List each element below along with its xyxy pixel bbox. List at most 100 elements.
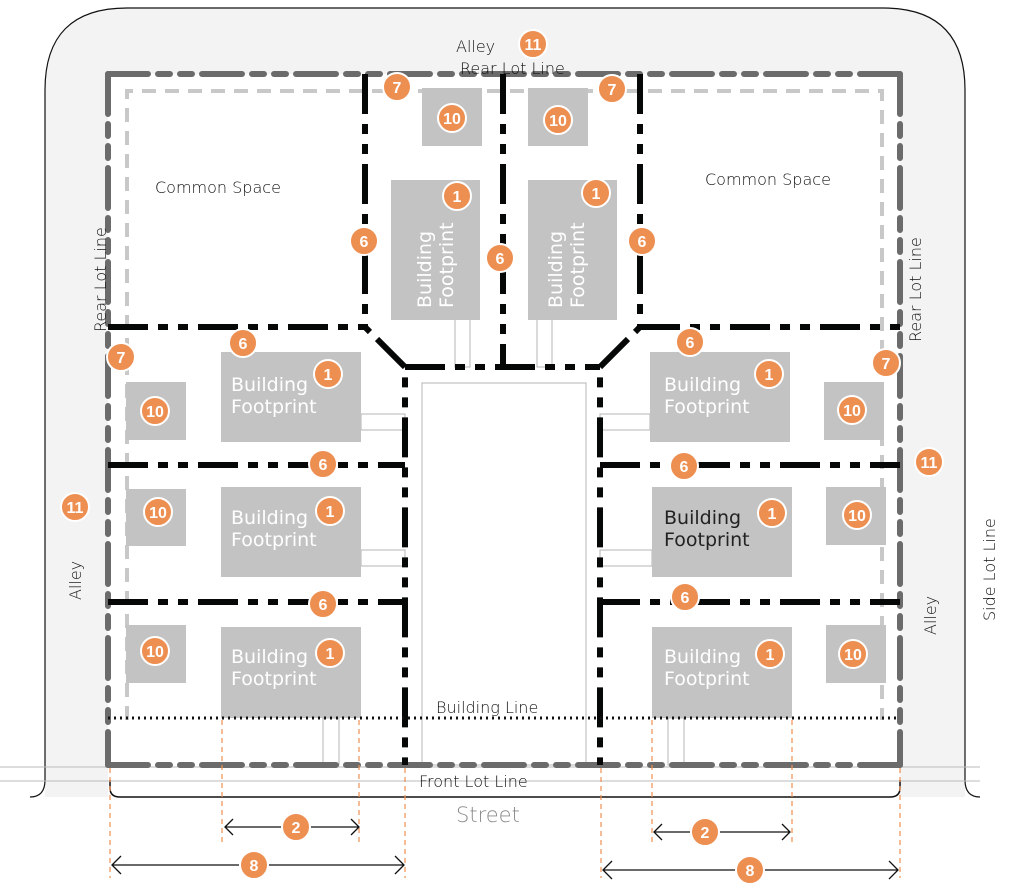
- badge-7: 7: [106, 342, 136, 372]
- svg-text:BuildingFootprint: BuildingFootprint: [231, 374, 317, 418]
- building-footprint: BuildingFootprint: [528, 180, 617, 320]
- badge-number: 6: [681, 590, 690, 607]
- badge-10: 10: [842, 500, 872, 530]
- badge-6: 6: [627, 226, 657, 256]
- badge-6: 6: [308, 449, 338, 479]
- badge-7: 7: [597, 74, 627, 104]
- badge-1: 1: [754, 359, 784, 389]
- badge-1: 1: [315, 638, 345, 668]
- driveway: [421, 382, 587, 766]
- rear-lot-line-label-right: Rear Lot Line: [906, 237, 925, 342]
- badge-6: 6: [228, 328, 258, 358]
- badge-1: 1: [442, 181, 472, 211]
- badge-number: 6: [496, 251, 505, 268]
- badge-number: 1: [592, 186, 601, 203]
- badge-number: 10: [443, 111, 461, 128]
- badge-number: 6: [319, 597, 328, 614]
- svg-text:BuildingFootprint: BuildingFootprint: [664, 374, 750, 418]
- badge-number: 7: [393, 80, 402, 97]
- rear-lot-line-label-left: Rear Lot Line: [91, 227, 110, 332]
- badge-number: 10: [844, 647, 862, 664]
- property-lines: [108, 74, 900, 765]
- curb-line: [109, 780, 901, 798]
- svg-text:BuildingFootprint: BuildingFootprint: [664, 507, 750, 551]
- badge-7: 7: [871, 348, 901, 378]
- common-space-label: Common Space: [705, 170, 831, 189]
- badge-number: 7: [608, 82, 617, 99]
- badge-number: 7: [882, 356, 891, 373]
- badge-number: 8: [746, 863, 755, 880]
- common-space-label: Common Space: [155, 178, 281, 197]
- badge-10: 10: [543, 105, 573, 135]
- badge-8: 8: [735, 855, 765, 885]
- badge-6: 6: [485, 243, 515, 273]
- badge-11: 11: [60, 492, 90, 522]
- badge-8: 8: [239, 850, 269, 880]
- badge-number: 10: [843, 403, 861, 420]
- badge-number: 6: [360, 234, 369, 251]
- badge-number: 10: [146, 404, 164, 421]
- badge-number: 1: [326, 504, 335, 521]
- badge-7: 7: [382, 72, 412, 102]
- badge-number: 1: [326, 646, 335, 663]
- building-line-label: Building Line: [436, 698, 538, 717]
- badge-number: 8: [250, 858, 259, 875]
- badge-10: 10: [838, 639, 868, 669]
- badge-number: 6: [686, 335, 695, 352]
- front-lot-line-label: Front Lot Line: [419, 772, 528, 791]
- badge-2: 2: [690, 817, 720, 847]
- svg-text:BuildingFootprint: BuildingFootprint: [231, 507, 317, 551]
- badge-number: 6: [319, 457, 328, 474]
- badge-1: 1: [755, 639, 785, 669]
- connectors: [322, 318, 685, 766]
- svg-text:BuildingFootprint: BuildingFootprint: [664, 646, 750, 690]
- badge-number: 1: [453, 189, 462, 206]
- side-lot-line-label: Side Lot Line: [980, 518, 999, 621]
- badge-number: 11: [525, 37, 542, 54]
- badge-number: 1: [324, 367, 333, 384]
- badge-number: 10: [146, 644, 164, 661]
- badge-number: 10: [149, 505, 167, 522]
- svg-text:BuildingFootprint: BuildingFootprint: [414, 222, 458, 308]
- badge-6: 6: [349, 226, 379, 256]
- badge-6: 6: [675, 327, 705, 357]
- badge-1: 1: [581, 178, 611, 208]
- badge-10: 10: [140, 396, 170, 426]
- badge-6: 6: [308, 589, 338, 619]
- badge-number: 6: [239, 336, 248, 353]
- badge-10: 10: [437, 103, 467, 133]
- svg-text:BuildingFootprint: BuildingFootprint: [545, 222, 589, 308]
- badge-1: 1: [757, 498, 787, 528]
- badge-6: 6: [670, 582, 700, 612]
- badge-1: 1: [313, 359, 343, 389]
- svg-text:BuildingFootprint: BuildingFootprint: [231, 646, 317, 690]
- dimensions: [109, 720, 901, 880]
- badge-10: 10: [837, 395, 867, 425]
- badge-number: 2: [701, 825, 710, 842]
- badge-number: 7: [117, 350, 126, 367]
- badge-number: 10: [848, 508, 866, 525]
- badge-number: 1: [765, 367, 774, 384]
- badge-number: 6: [680, 459, 689, 476]
- badge-number: 1: [766, 647, 775, 664]
- badge-number: 11: [67, 500, 84, 517]
- badge-number: 10: [549, 113, 567, 130]
- street-label: Street: [456, 803, 520, 827]
- badge-number: 2: [292, 820, 301, 837]
- alley-label-right: Alley: [921, 596, 940, 635]
- badge-2: 2: [281, 812, 311, 842]
- badge-11: 11: [518, 29, 548, 59]
- badge-number: 1: [768, 506, 777, 523]
- badge-10: 10: [140, 636, 170, 666]
- badge-1: 1: [315, 496, 345, 526]
- badge-11: 11: [914, 447, 944, 477]
- badge-number: 6: [638, 234, 647, 251]
- rear-lot-line-label-top: Rear Lot Line: [460, 59, 565, 78]
- badge-6: 6: [669, 451, 699, 481]
- badge-number: 11: [921, 455, 938, 472]
- badge-10: 10: [143, 497, 173, 527]
